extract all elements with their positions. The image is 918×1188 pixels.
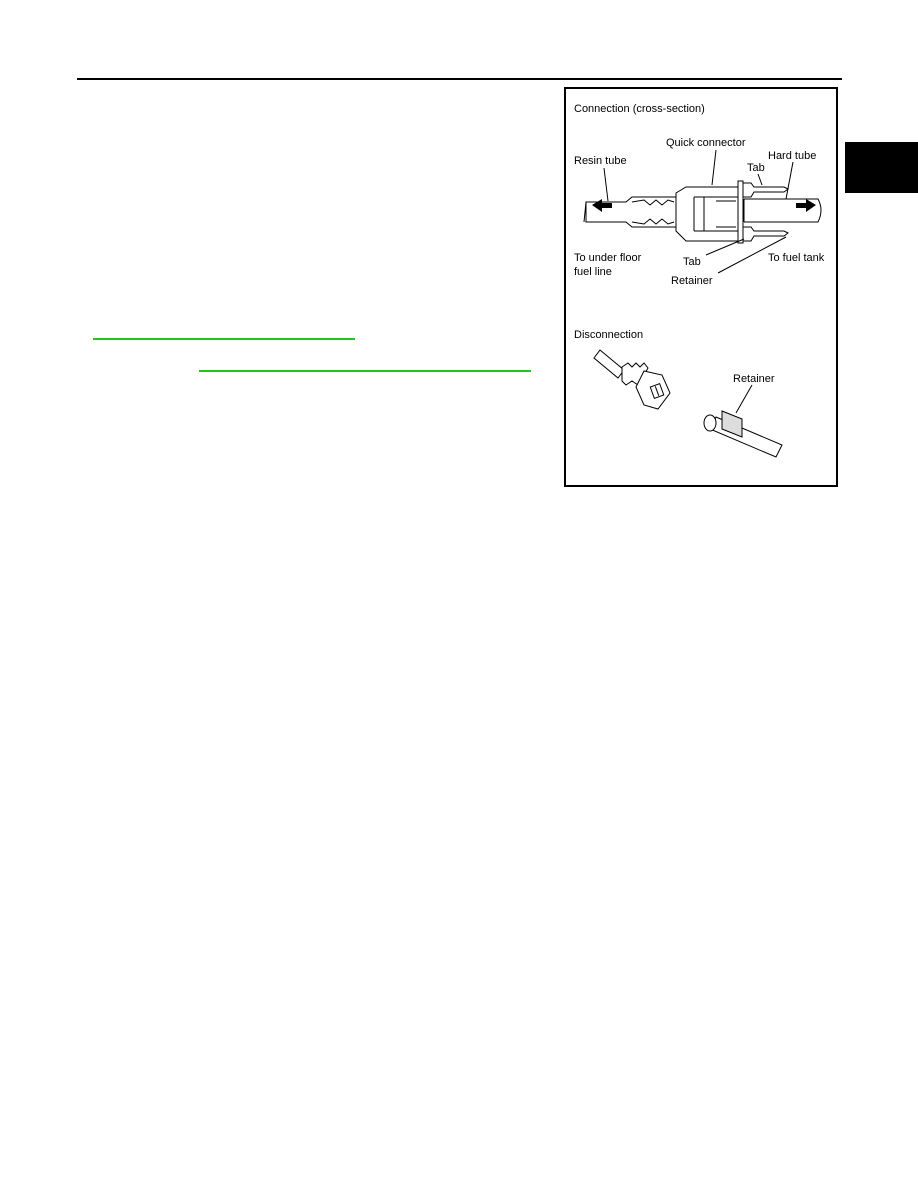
label-tab-bottom: Tab: [683, 256, 701, 268]
arrow-right-icon: [796, 199, 816, 212]
connection-caption: Connection (cross-section): [574, 103, 705, 115]
label-retainer-disc: Retainer: [733, 373, 775, 385]
disconnection-caption: Disconnection: [574, 329, 643, 341]
figure-drawing: Connection (cross-section) Quick connect…: [574, 103, 825, 458]
label-tab-top: Tab: [747, 162, 765, 174]
label-to-fuel-tank: To fuel tank: [768, 252, 825, 264]
label-resin-tube: Resin tube: [574, 155, 627, 167]
disconnection-illustration: [593, 349, 783, 458]
label-quick-connector: Quick connector: [666, 137, 746, 149]
label-to-under-floor: To under floor: [574, 252, 642, 264]
quick-connector-figure: Connection (cross-section) Quick connect…: [564, 87, 838, 487]
label-fuel-line: fuel line: [574, 266, 612, 278]
cross-section-illustration: [583, 149, 822, 274]
hyperlink-underline-1[interactable]: [93, 338, 355, 340]
arrow-left-icon: [592, 199, 612, 212]
header-rule: [77, 78, 842, 80]
label-retainer-cross: Retainer: [671, 275, 713, 287]
hyperlink-underline-2[interactable]: [199, 370, 531, 372]
section-index-tab[interactable]: [845, 142, 918, 193]
label-hard-tube: Hard tube: [768, 150, 816, 162]
